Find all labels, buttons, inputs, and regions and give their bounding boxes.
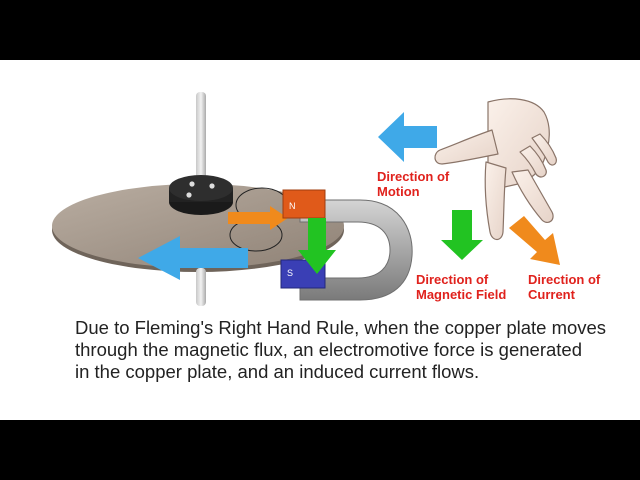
right-hand: [434, 98, 557, 241]
caption-line-1: Due to Fleming's Right Hand Rule, when t…: [75, 317, 607, 338]
south-pole-label: S: [287, 268, 293, 278]
rotation-shaft: [196, 92, 206, 196]
motion-direction-arrow: [378, 112, 437, 162]
field-direction-label: Direction of Magnetic Field: [416, 272, 506, 302]
current-label-line-2: Current: [528, 287, 575, 302]
magnet-field-arrow: [298, 218, 336, 274]
field-label-line-2: Magnetic Field: [416, 287, 507, 302]
eddy-current-illustration: N S: [52, 92, 560, 306]
motion-direction-label: Direction of Motion: [377, 169, 449, 199]
north-pole-label: N: [289, 201, 296, 211]
motion-label-line-1: Direction of: [377, 169, 450, 184]
plate-current-arrow: [228, 206, 288, 230]
field-direction-arrow: [441, 210, 483, 260]
caption-line-3: in the copper plate, and an induced curr…: [75, 361, 480, 382]
current-label-line-1: Direction of: [528, 272, 601, 287]
plate-hub: [169, 175, 233, 215]
field-label-line-1: Direction of: [416, 272, 489, 287]
caption-text: Due to Fleming's Right Hand Rule, when t…: [75, 317, 615, 383]
current-direction-label: Direction of Current: [528, 272, 600, 302]
caption-line-2: through the magnetic flux, an electromot…: [75, 339, 582, 360]
motion-label-line-2: Motion: [377, 184, 420, 199]
diagram-stage: N S: [0, 60, 640, 420]
rotation-shaft-lower: [196, 268, 206, 306]
current-direction-arrow: [509, 216, 560, 265]
plate-motion-arrow: [138, 236, 248, 280]
